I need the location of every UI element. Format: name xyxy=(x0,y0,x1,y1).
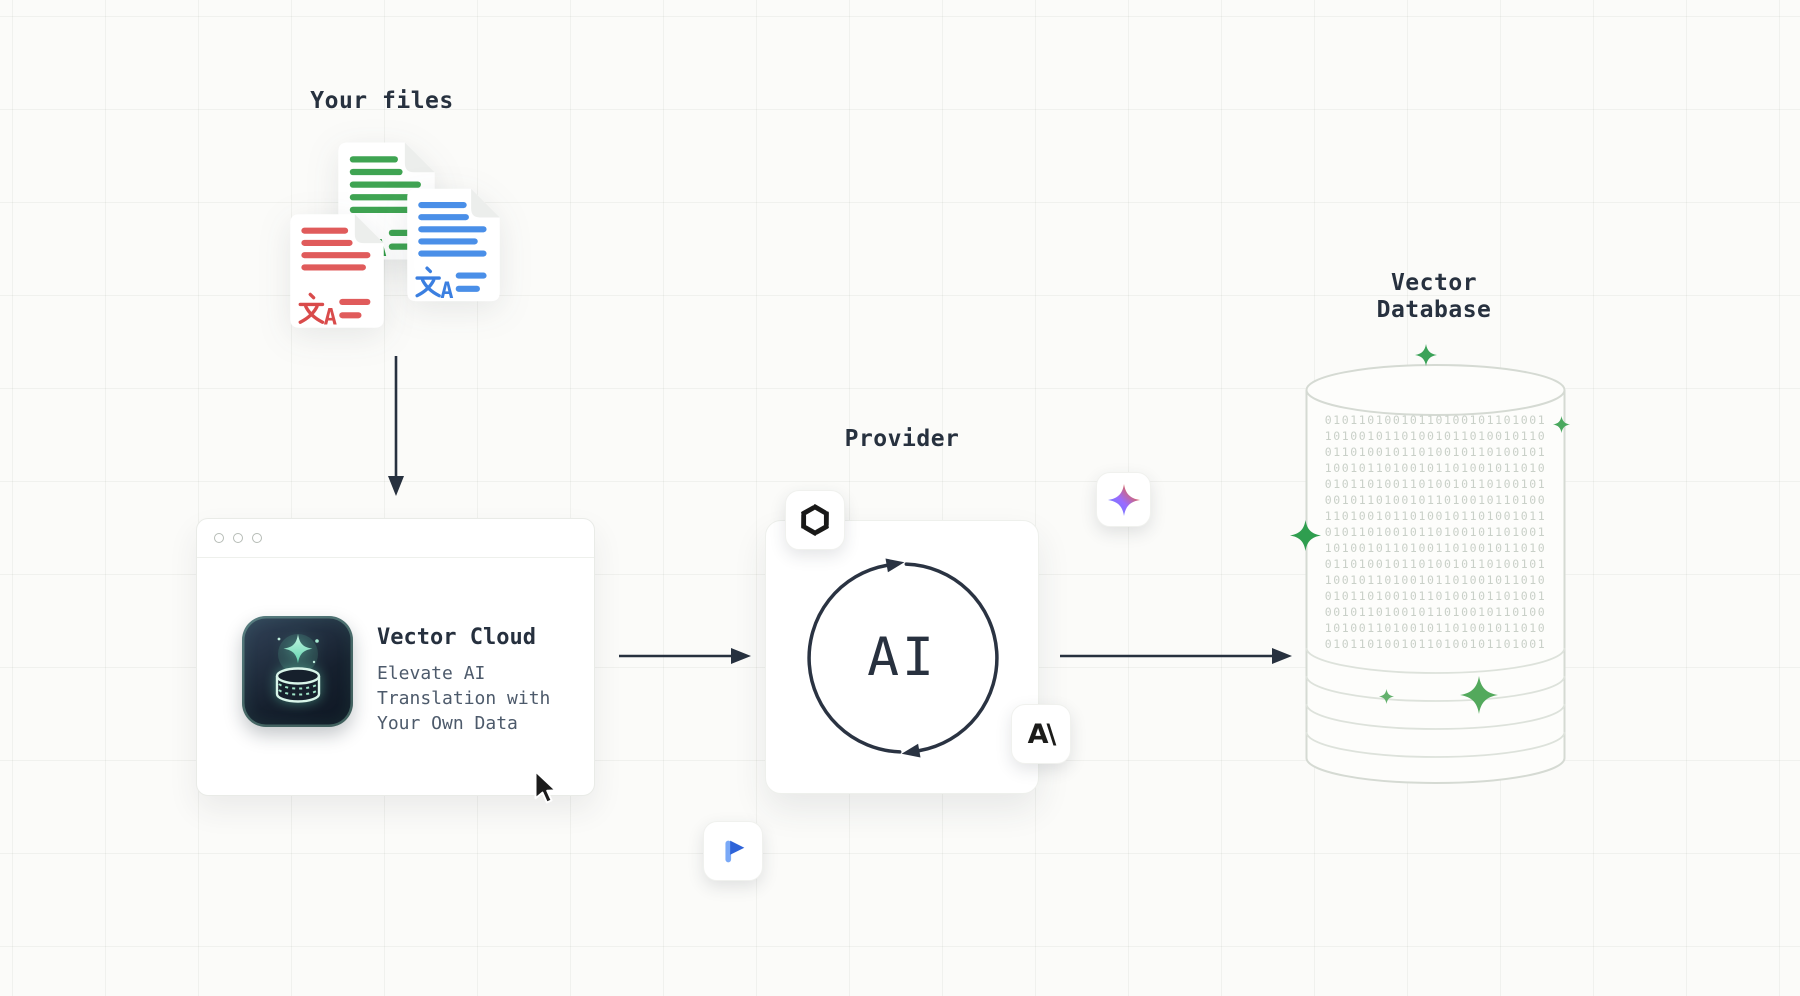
provider-label: Provider xyxy=(844,426,960,452)
anthropic-badge: A\ xyxy=(1011,704,1071,764)
vector-cloud-app-icon xyxy=(242,616,353,727)
gemini-icon xyxy=(1107,483,1140,516)
arrow-provider-to-database xyxy=(1060,644,1294,672)
database-cylinder: 01011010010110100101101001 1010010110100… xyxy=(1303,360,1568,788)
binary-row: 10100110100101101001011010 xyxy=(1324,621,1547,635)
translate-icon xyxy=(298,292,325,324)
binary-row: 01011010011010010110100101 xyxy=(1324,477,1547,491)
binary-row: 00101101001011010010110100 xyxy=(1324,605,1547,619)
openai-icon xyxy=(801,504,829,536)
binary-row: 01011010010110100101101001 xyxy=(1324,413,1547,427)
binary-row: 01011010010110100101101001 xyxy=(1324,637,1547,651)
binary-row: 01101001011010010110100101 xyxy=(1324,557,1547,571)
window-dot xyxy=(214,533,224,543)
binary-row: 01101001011010010110100101 xyxy=(1324,445,1547,459)
binary-row: 11010010110100101101001011 xyxy=(1324,509,1547,523)
vector-cloud-subtitle: Elevate AI Translation with Your Own Dat… xyxy=(377,663,551,734)
gemini-badge xyxy=(1096,472,1151,527)
database-icon xyxy=(275,666,320,703)
document-icon-blue: A xyxy=(405,184,502,306)
window-dot xyxy=(233,533,243,543)
binary-row: 10100101101001101001011010 xyxy=(1324,541,1547,555)
window-titlebar xyxy=(197,519,594,558)
binary-row: 10010110100101101001011010 xyxy=(1324,573,1547,587)
vector-cloud-title: Vector Cloud xyxy=(377,625,536,650)
translate-a-glyph: A xyxy=(324,304,338,330)
sparkle-icon xyxy=(283,633,312,663)
ai-label: AI xyxy=(867,626,937,688)
mouse-cursor-icon xyxy=(531,770,565,810)
binary-row: 00101101001011010010110100 xyxy=(1324,493,1547,507)
translate-icon xyxy=(415,266,441,298)
binary-row: 10010110100101101001011010 xyxy=(1324,461,1547,475)
binary-row: 01011010010110100101101001 xyxy=(1324,589,1547,603)
binary-row: 01011010010110100101101001 xyxy=(1324,525,1547,539)
anthropic-icon: A\ xyxy=(1027,718,1057,750)
deepl-badge xyxy=(703,821,763,881)
document-icon-red: A xyxy=(288,209,386,333)
sparkle-icon xyxy=(1460,676,1498,714)
arrow-cloud-to-provider xyxy=(619,644,753,672)
provider-card: AI xyxy=(765,520,1039,794)
translate-a-glyph: A xyxy=(440,279,453,304)
sparkle-icon xyxy=(1553,416,1570,433)
openai-badge xyxy=(785,490,845,550)
your-files-label: Your files xyxy=(310,88,454,114)
sparkle-icon xyxy=(1379,689,1394,704)
cycle-arrows-icon xyxy=(807,558,999,758)
window-dot xyxy=(252,533,262,543)
deepl-icon xyxy=(725,840,745,863)
arrow-files-to-cloud xyxy=(384,356,408,502)
vector-cloud-window: Vector Cloud Elevate AI Translation with… xyxy=(196,518,595,796)
vector-database-label: Vector Database xyxy=(1376,270,1492,323)
sparkle-icon xyxy=(1290,520,1321,551)
binary-text: 01011010010110100101101001 1010010110100… xyxy=(1303,412,1568,652)
binary-row: 10100101101001011010010110 xyxy=(1324,429,1547,443)
sparkle-icon xyxy=(1415,344,1437,366)
